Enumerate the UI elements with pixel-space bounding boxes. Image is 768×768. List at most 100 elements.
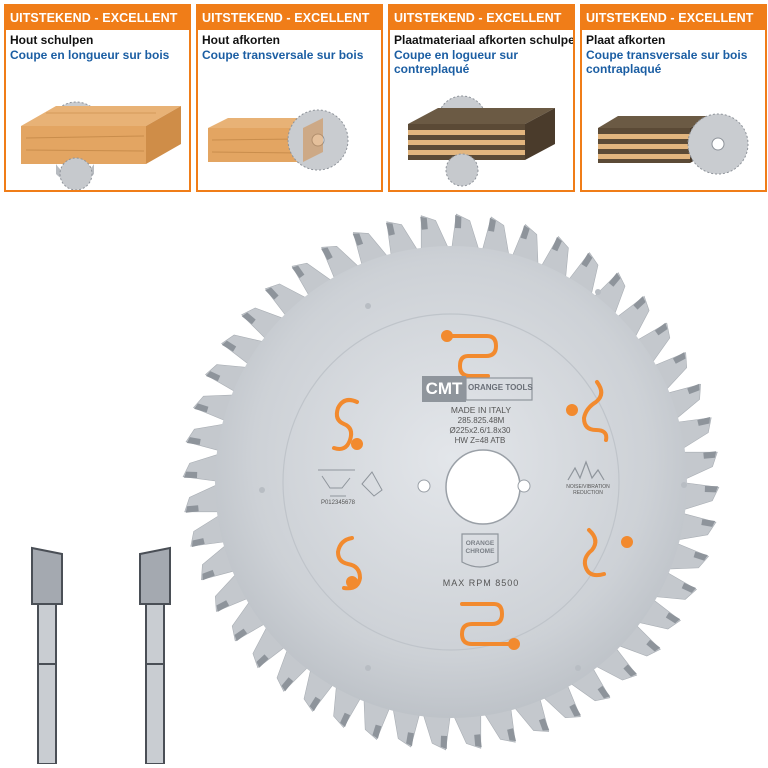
blade-tooth [661, 540, 710, 570]
carbide-tip [646, 639, 661, 652]
laser-slot-right-top [566, 380, 609, 442]
card-title: Plaatmateriaal afkorten schulpen [394, 33, 575, 47]
blade-teeth [182, 213, 720, 751]
card-wood-rip: UITSTEKEND - EXCELLENT Hout schulpen Cou… [4, 4, 191, 192]
blade-tooth [420, 707, 452, 751]
blade-tooth [185, 422, 232, 453]
carbide-tip [701, 519, 716, 527]
tooth-profile-right [139, 546, 171, 764]
blade-tooth [391, 701, 422, 748]
carbide-tip [309, 696, 321, 712]
blade-tooth [204, 364, 254, 396]
carbide-tip [538, 718, 550, 731]
product-code: 285.825.48M [457, 416, 505, 425]
max-rpm-text: MAX RPM 8500 [442, 578, 520, 588]
blade-tooth [676, 451, 718, 483]
carbide-tip [507, 728, 516, 741]
blade-tooth [537, 235, 569, 285]
carbide-tip [697, 417, 710, 426]
noise-reduction-logo [567, 460, 605, 481]
card-subtitle: Coupe transversale sur bois contraplaqué [586, 48, 748, 76]
carbide-tip [597, 685, 611, 699]
carbide-tip [184, 471, 198, 478]
kickback-notches [259, 289, 687, 671]
laser-slot-top [441, 330, 499, 378]
blade-tooth [509, 692, 550, 732]
carbide-tip [291, 265, 305, 279]
serial-number: P012345678 [320, 500, 356, 506]
blade-tooth [252, 620, 291, 669]
blade-tooth [201, 540, 241, 581]
teeth-spec: HW Z=48 ATB [454, 436, 506, 445]
blade-tooth [450, 213, 482, 257]
carbide-tip [221, 340, 237, 352]
carbide-tip [185, 505, 199, 513]
card-plywood-rip: UITSTEKEND - EXCELLENT Plaatmateriaal af… [388, 4, 575, 192]
carbide-tip [281, 677, 294, 692]
wood-cross-illustration [208, 109, 349, 171]
carbide-tip [654, 322, 668, 336]
carbide-tip [440, 735, 447, 749]
blade-tooth [480, 701, 516, 743]
blade-tooth [564, 662, 611, 702]
blade-tooth [321, 245, 365, 285]
carbide-tip [672, 352, 686, 364]
blade-tooth [589, 272, 626, 322]
blade-tooth [386, 221, 422, 263]
blade-tooth [420, 215, 452, 257]
pin-hole-left [417, 479, 431, 493]
carbide-tip [474, 734, 482, 748]
carbide-tip [352, 233, 364, 246]
carbide-tip [234, 628, 248, 642]
carbide-tip [623, 664, 637, 677]
carbide-tip [520, 225, 530, 240]
blade-tooth [182, 451, 226, 483]
blade-tooth [190, 511, 232, 547]
carbide-tip [703, 451, 717, 459]
blade-tooth [276, 642, 313, 692]
card-badge: UITSTEKEND - EXCELLENT [6, 6, 189, 30]
carbide-tip [488, 217, 496, 232]
blade-tooth [631, 595, 681, 630]
origin-text: MADE IN ITALY [450, 405, 512, 415]
blade-tooth [231, 595, 271, 642]
brand-logo-text: CMT [425, 379, 463, 398]
tooth-profile-diagram [31, 546, 171, 764]
carbide-tip [693, 551, 708, 561]
pin-hole-right [517, 479, 531, 493]
blade-tooth [480, 216, 511, 263]
carbide-tip [420, 216, 428, 230]
blade-ring [282, 313, 620, 651]
carbide-tip [455, 215, 462, 229]
carbide-tip [581, 252, 593, 268]
noise-reduction-text: NOISE/VIBRATION REDUCTION [566, 484, 610, 496]
blade-tooth [670, 511, 717, 542]
tooth-profile-left [31, 546, 63, 764]
blade-tooth [631, 322, 671, 369]
blade-tooth [537, 679, 581, 719]
laser-slot-bottom [459, 602, 520, 650]
card-badge: UITSTEKEND - EXCELLENT [582, 6, 765, 30]
carbide-tip [704, 486, 718, 493]
blade-tooth [648, 352, 688, 396]
blade-tooth [291, 262, 338, 302]
blade-tooth [241, 307, 291, 344]
laser-slot-right-bottom [582, 528, 633, 578]
blade-tooth [648, 568, 698, 600]
carbide-tip [608, 272, 621, 287]
plywood-rip-illustration [408, 95, 555, 187]
card-subtitle: Coupe transversale sur bois [202, 48, 364, 62]
blade-tooth [184, 481, 226, 513]
coating-bottom-text: CHROME [465, 548, 495, 555]
card-plywood-cross: UITSTEKEND - EXCELLENT Plaat afkorten Co… [580, 4, 767, 192]
carbide-tip [265, 287, 279, 300]
carbide-tip [633, 296, 646, 310]
blade-dimensions: Ø225x2.6/1.8x30 [449, 426, 511, 435]
arbor-hole [445, 449, 521, 525]
blade-tooth [450, 707, 482, 749]
blade-tooth [333, 679, 365, 729]
blade-tooth [589, 642, 638, 681]
carbide-tip [241, 312, 256, 325]
tooth-geometry-diagram [318, 469, 383, 497]
card-badge: UITSTEKEND - EXCELLENT [198, 6, 381, 30]
